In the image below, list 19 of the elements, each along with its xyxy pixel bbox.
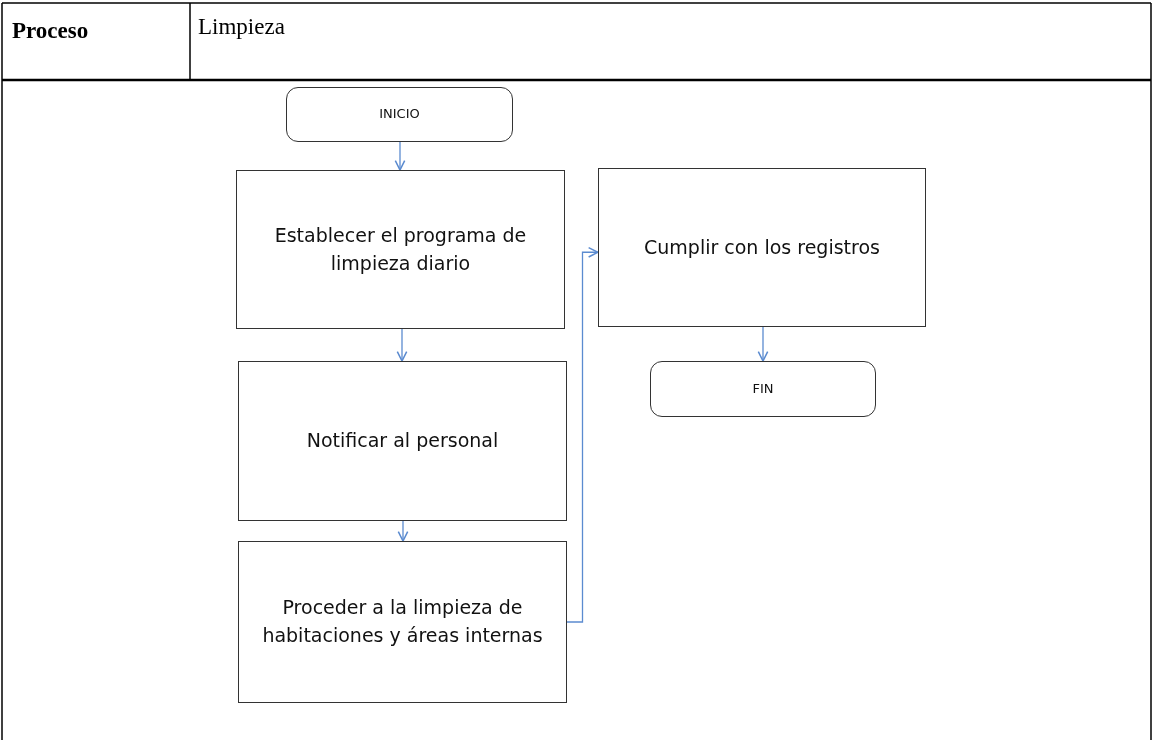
arrow	[566, 246, 599, 623]
arrow	[397, 520, 409, 542]
node-text: Notificar al personal	[306, 428, 499, 454]
process-box	[598, 168, 926, 327]
node-text: FIN	[752, 379, 774, 398]
node-text: INICIO	[379, 105, 420, 124]
arrow	[396, 328, 408, 362]
process-box	[238, 361, 567, 521]
process-box	[238, 541, 567, 703]
table-header-cell: Proceso	[12, 18, 89, 44]
process-box	[236, 170, 565, 329]
node-text: Cumplir con los registros	[644, 234, 880, 260]
terminal-box	[650, 361, 876, 417]
table-cell: Limpieza	[198, 14, 285, 40]
arrow	[394, 141, 406, 171]
node-text: Establecer el programa de limpieza diario	[273, 222, 528, 276]
arrow	[757, 326, 769, 362]
terminal-box	[286, 87, 513, 142]
node-text: Proceder a la limpieza de habitaciones y áreas internas	[261, 595, 544, 648]
